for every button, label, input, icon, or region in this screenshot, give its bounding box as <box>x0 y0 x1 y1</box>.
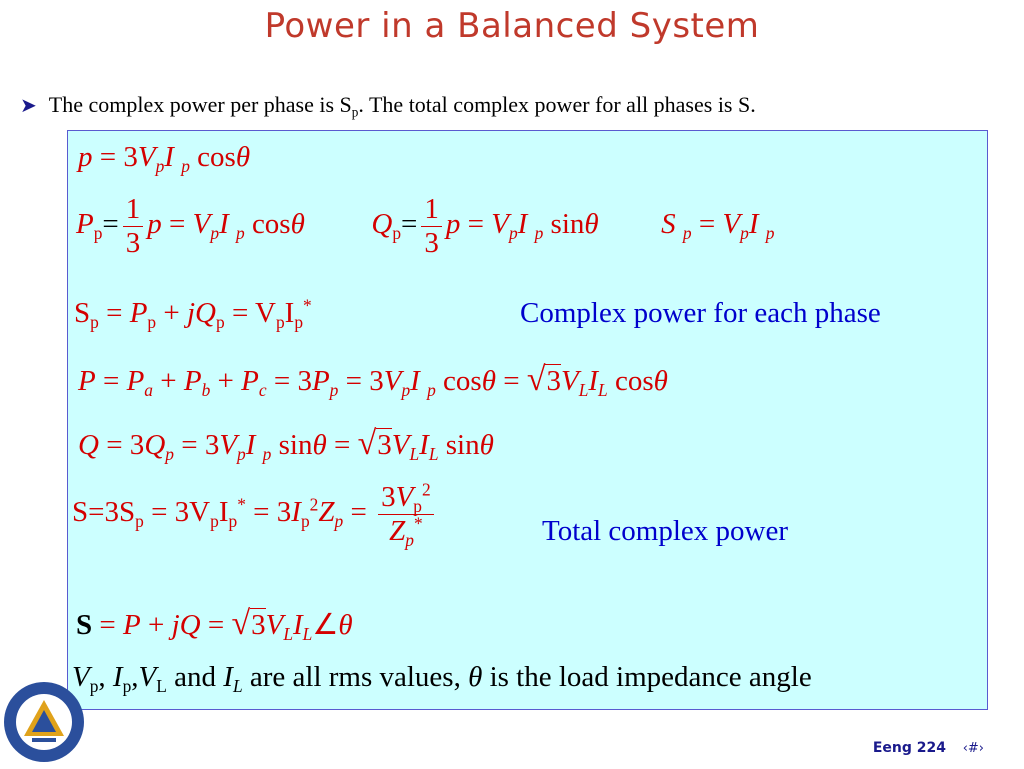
intro-text-2: . The total complex power for all phases… <box>358 92 756 117</box>
course-label: Eeng 224 <box>872 740 946 756</box>
intro-sub: p <box>351 104 359 120</box>
eq-total-reactive-power: Q = 3Qp = 3VpI p sinθ = √3VLIL sinθ <box>78 425 494 465</box>
slide-title: Power in a Balanced System <box>264 6 760 46</box>
eq-complex-polar: S = P + jQ = √3VLIL∠θ <box>76 605 353 645</box>
intro-text-1: The complex power per phase is S <box>48 92 352 117</box>
label-total: Total complex power <box>542 515 789 547</box>
rms-and: and <box>174 661 217 693</box>
page-number: ‹#› <box>962 741 984 756</box>
rms-text: are all rms values, <box>249 661 461 693</box>
eq-total-real-power: P = Pa + Pb + Pc = 3Pp = 3VpI p cosθ = √… <box>78 361 668 401</box>
rms-tail: is the load impedance angle <box>489 661 812 693</box>
eq-instant-power: p = 3VpI p cosθ <box>78 141 251 177</box>
eq-complex-per-phase: Sp = Pp + jQp = VpIp* <box>74 295 312 333</box>
arrow-bullet-icon: ➤ <box>20 95 37 117</box>
intro-line: ➤ The complex power per phase is Sp. The … <box>20 92 756 120</box>
rms-note: Vp, Ip,VL and IL are all rms values, θ i… <box>72 661 812 697</box>
university-seal-icon <box>2 680 86 769</box>
label-per-phase: Complex power for each phase <box>520 297 881 329</box>
